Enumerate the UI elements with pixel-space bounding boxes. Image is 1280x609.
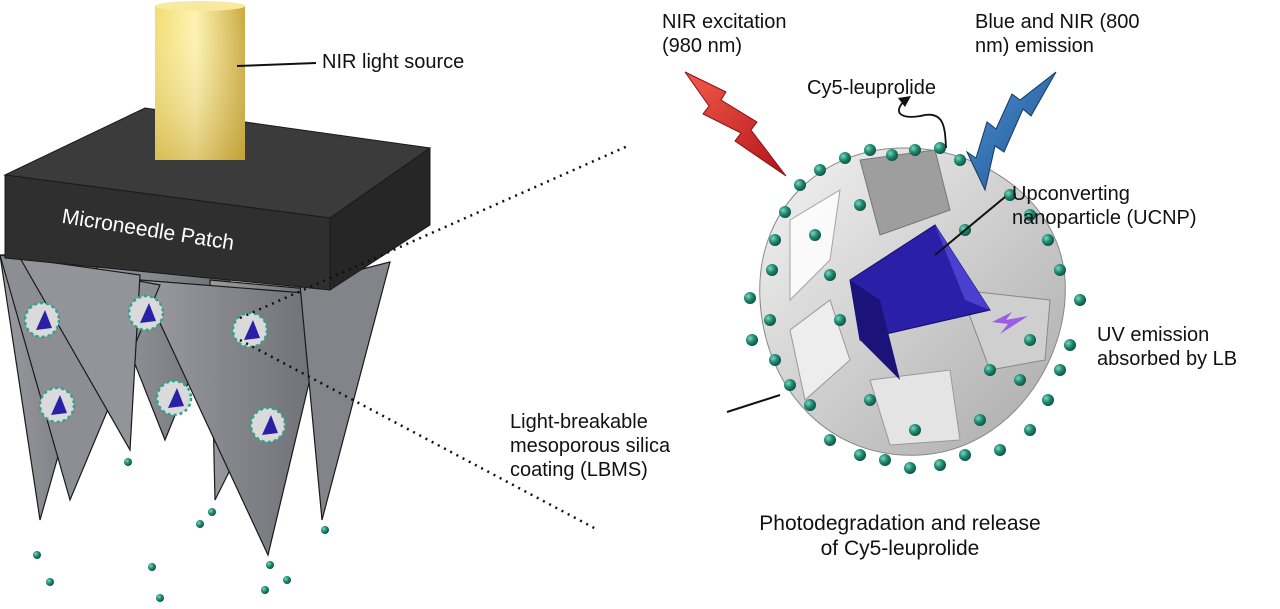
cy5-beads [744,142,1086,474]
light-source-icon [155,1,245,160]
large-nanoparticle [759,147,1066,456]
light-source-label: NIR light source [322,51,465,73]
nanoparticle-icon [38,386,76,424]
ucnp-leader [934,196,1006,256]
zoom-lines [239,143,631,532]
nanoparticle-icon [23,301,61,339]
purple-lightning-icon [992,312,1028,334]
nir-excitation-label: NIR excitation(980 nm) [662,11,787,57]
lbms-leader [726,394,781,413]
nanoparticle-icon [127,294,165,332]
cy5-arrowhead [898,96,911,107]
cy5-label: Cy5-leuprolide [807,77,936,99]
nanoparticle-icon [249,406,287,444]
red-lightning-icon [684,71,787,177]
released-beads [33,458,329,602]
nanoparticle-icon [231,311,269,349]
needle-nanoparticles [23,294,287,444]
microneedle-patch [3,107,432,291]
blue-lightning-icon [965,71,1057,192]
cy5-leader [898,99,947,149]
light-source-leader [236,62,317,67]
nanoparticle-icon [155,379,193,417]
